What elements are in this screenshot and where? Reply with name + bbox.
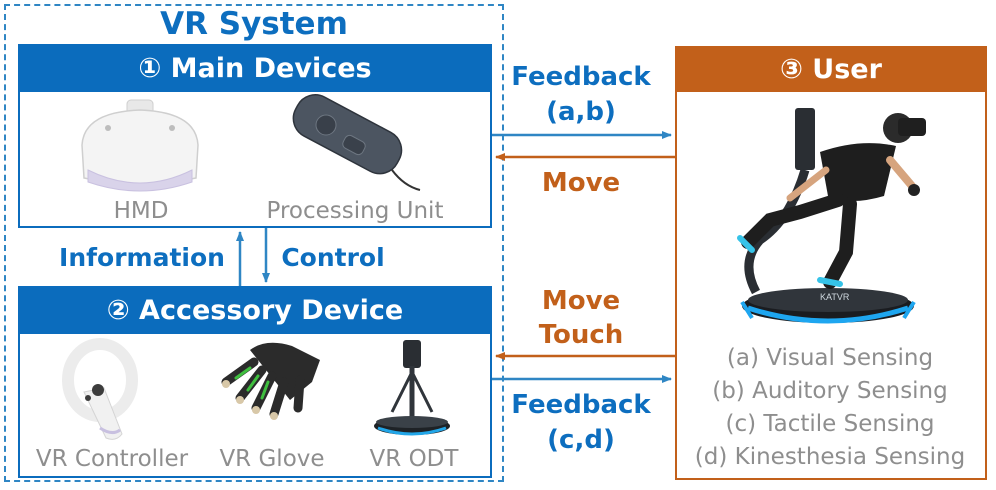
user-title: ③ User [677, 48, 985, 92]
control-label: Control [281, 243, 385, 272]
vr-glove-icon [221, 342, 320, 420]
feedback-ab-label-line2: (a,b) [546, 97, 616, 127]
sense-auditory: (b) Auditory Sensing [712, 378, 948, 404]
vr-system-title: VR System [160, 6, 348, 42]
hmd-icon [81, 99, 199, 192]
sense-tactile: (c) Tactile Sensing [725, 411, 935, 437]
move-touch-label-line2: Touch [538, 320, 624, 350]
main-devices-title: ① Main Devices [20, 46, 490, 92]
sense-kinesthesia: (d) Kinesthesia Sensing [694, 444, 966, 470]
hmd-caption: HMD [113, 198, 169, 224]
vr-odt-caption: VR ODT [369, 446, 459, 472]
main-devices-box: ① Main Devices [18, 44, 492, 228]
user-box: ③ User [675, 46, 987, 480]
feedback-cd-label-line1: Feedback [511, 390, 651, 420]
feedback-cd-label-line2: (c,d) [547, 425, 615, 455]
feedback-ab-label-line1: Feedback [511, 62, 651, 92]
sense-visual: (a) Visual Sensing [726, 345, 934, 371]
vr-controller-caption: VR Controller [35, 446, 189, 472]
vr-system-frame [4, 4, 504, 482]
processing-unit-caption: Processing Unit [266, 198, 444, 224]
information-label: Information [59, 243, 225, 272]
move-label: Move [541, 168, 621, 198]
treadmill-logo: KATVR [820, 292, 850, 302]
processing-unit-icon [292, 94, 421, 191]
accessory-device-title: ② Accessory Device [20, 288, 490, 334]
vr-glove-caption: VR Glove [219, 446, 325, 472]
move-touch-label-line1: Move [541, 286, 621, 316]
vr-odt-icon [374, 340, 450, 436]
vr-controller-icon [62, 338, 138, 440]
user-treadmill-icon: KATVR [737, 108, 926, 324]
